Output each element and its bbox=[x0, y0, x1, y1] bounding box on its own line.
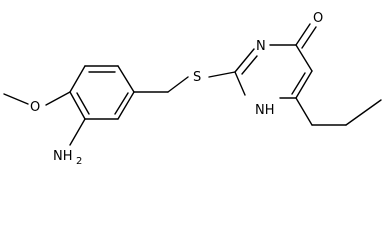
bond-n1-c2 bbox=[234, 71, 246, 96]
bond-methoxy-ring bbox=[45, 91, 71, 106]
bond-c2-n3 bbox=[234, 48, 255, 73]
structure-canvas: O N S NH O NH 2 bbox=[3, 11, 382, 167]
bond-ch2-s bbox=[167, 76, 189, 93]
atom-oxygen-carbonyl: O bbox=[313, 11, 323, 26]
bond-benzene-inner-3 bbox=[76, 92, 90, 115]
atom-nitrogen-ring-top: N bbox=[256, 39, 266, 54]
bond-carbonyl-1 bbox=[295, 23, 311, 46]
atom-amine-subscript: 2 bbox=[76, 156, 82, 167]
molecule-diagram: O N S NH O NH 2 bbox=[3, 11, 382, 167]
bond-benzene-4 bbox=[117, 91, 135, 120]
bond-benzene-inner-2 bbox=[114, 92, 129, 115]
atom-amine: NH bbox=[53, 149, 73, 164]
bond-methoxy-methyl bbox=[3, 93, 29, 105]
bond-propyl-3 bbox=[345, 99, 382, 126]
atom-sulfur: S bbox=[193, 70, 201, 85]
bond-carbonyl-2 bbox=[301, 26, 317, 49]
bond-benzene-3 bbox=[117, 65, 135, 93]
bond-amine bbox=[69, 118, 86, 146]
atom-nitrogen-nh: NH bbox=[255, 103, 275, 118]
bond-benzene-6 bbox=[69, 91, 86, 120]
bond-c5-c6 bbox=[295, 70, 313, 99]
bond-c2-n3-double bbox=[241, 55, 258, 75]
atom-oxygen-methoxy: O bbox=[30, 100, 40, 115]
bond-c5-c6-double bbox=[291, 72, 306, 95]
bond-s-c2 bbox=[208, 71, 236, 78]
bond-benzene-1 bbox=[69, 65, 86, 93]
bond-c4-c5 bbox=[295, 44, 313, 72]
bond-propyl-1 bbox=[295, 97, 313, 126]
